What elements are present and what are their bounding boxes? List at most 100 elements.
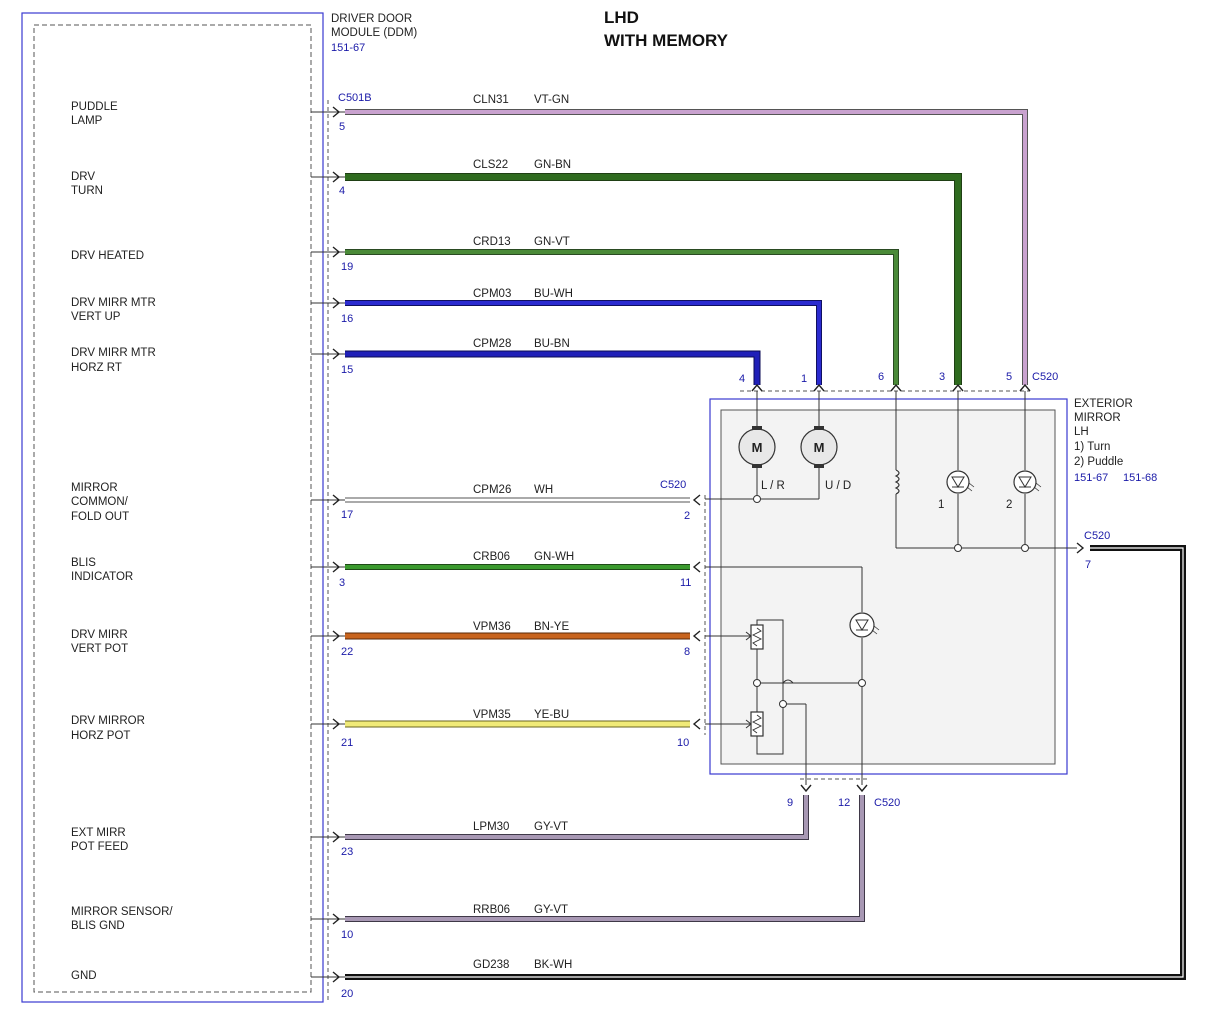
- junction-dots: [753, 495, 1029, 708]
- wire-label-circuit: CRB06: [473, 551, 510, 563]
- wire-labels: CLN31 VT-GN CLS22 GN-BN CRD13 GN-VT CPM0…: [473, 94, 574, 971]
- wire-cln31-outline: [345, 109, 1028, 385]
- pin-c520-8: 8: [684, 646, 690, 658]
- wire-label-color: BU-WH: [534, 288, 573, 300]
- turn-lamp-icon: [946, 470, 975, 494]
- ddm-pin-numbers: 5 4 19 16 15 17 3 22 21 23 10 20: [339, 121, 353, 1000]
- pin-common: 17: [341, 509, 353, 521]
- mirror-label-line2: MIRROR: [1074, 412, 1121, 424]
- mirror-top-chevrons: [751, 383, 1031, 392]
- pin-gnd: 20: [341, 988, 353, 1000]
- func-horz-pot-2: HORZ POT: [71, 730, 130, 742]
- wire-lpm30: [345, 795, 808, 839]
- pin-bottom-12: 12: [838, 797, 850, 809]
- wire-label-circuit: LPM30: [473, 821, 509, 833]
- connector-c520-left: C520: [660, 479, 686, 491]
- func-blis-1: BLIS: [71, 557, 96, 569]
- wire-label-color: GY-VT: [534, 904, 568, 916]
- mirror-left-chevrons: [692, 494, 701, 730]
- wire-harness: [345, 109, 1186, 980]
- func-common-1: MIRROR: [71, 482, 118, 494]
- pin-top-3: 3: [939, 371, 945, 383]
- func-gnd: GND: [71, 970, 97, 982]
- pin-vert-up: 16: [341, 313, 353, 325]
- ddm-ref: 151-67: [331, 42, 365, 54]
- func-vert-pot-1: DRV MIRR: [71, 629, 128, 641]
- wire-label-color: GY-VT: [534, 821, 568, 833]
- func-blis-2: INDICATOR: [71, 571, 133, 583]
- func-pot-feed-1: EXT MIRR: [71, 827, 126, 839]
- pin-c520-2: 2: [684, 510, 690, 522]
- horz-pot-icon: [741, 711, 764, 737]
- pin-sensor-gnd: 10: [341, 929, 353, 941]
- func-heated: DRV HEATED: [71, 250, 144, 262]
- mirror-ref-2: 151-68: [1123, 472, 1157, 484]
- pin-bottom-9: 9: [787, 797, 793, 809]
- pin-vert-pot: 22: [341, 646, 353, 658]
- func-common-3: FOLD OUT: [71, 511, 129, 523]
- mirror-internal-wiring: [705, 391, 1077, 785]
- motor-lr-symbol: M: [752, 440, 763, 455]
- pin-blis: 3: [339, 577, 345, 589]
- wire-label-color: YE-BU: [534, 709, 569, 721]
- func-puddle-1: PUDDLE: [71, 101, 118, 113]
- wire-cpm03-outline: [345, 300, 822, 385]
- func-horz-rt-2: HORZ RT: [71, 362, 122, 374]
- wire-rrb06: [345, 795, 864, 921]
- wire-cpm28: [345, 351, 760, 385]
- connector-c520-top: C520: [1032, 371, 1058, 383]
- wire-cls22: [345, 174, 961, 385]
- pin-top-1: 1: [801, 373, 807, 385]
- wire-label-circuit: CRD13: [473, 236, 511, 248]
- motor-lr-label: L / R: [761, 480, 785, 492]
- pin-top-5: 5: [1006, 371, 1012, 383]
- connector-c520-right: C520: [1084, 530, 1110, 542]
- lamp-2-label: 2: [1006, 499, 1012, 511]
- wire-label-circuit: GD238: [473, 959, 509, 971]
- wire-gd238-stripe: [345, 547, 1184, 978]
- mirror-label-line3: LH: [1074, 426, 1089, 438]
- func-pot-feed-2: POT FEED: [71, 841, 128, 853]
- wire-label-color: BK-WH: [534, 959, 572, 971]
- diagram-title-line1: LHD: [604, 8, 639, 27]
- wire-label-circuit: CLS22: [473, 159, 508, 171]
- mirror-label-line4: 1) Turn: [1074, 441, 1110, 453]
- pin-horz-rt: 15: [341, 364, 353, 376]
- connector-c520-bottom: C520: [874, 797, 900, 809]
- ddm-terminal-chevrons: [332, 106, 341, 983]
- wire-label-circuit: CPM28: [473, 338, 511, 350]
- wire-cpm03: [345, 301, 821, 385]
- wire-crossover: [782, 679, 794, 684]
- wire-label-color: VT-GN: [534, 94, 569, 106]
- wire-rrb06-outline: [345, 795, 865, 922]
- pin-puddle: 5: [339, 121, 345, 133]
- pin-pot-feed: 23: [341, 846, 353, 858]
- mirror-label-line5: 2) Puddle: [1074, 456, 1123, 468]
- func-turn-1: DRV: [71, 171, 95, 183]
- wire-label-circuit: CLN31: [473, 94, 509, 106]
- wire-label-circuit: RRB06: [473, 904, 510, 916]
- wire-label-color: GN-VT: [534, 236, 570, 248]
- wire-label-circuit: CPM03: [473, 288, 511, 300]
- ddm-internal-boundary: [33, 24, 312, 993]
- connector-c501b: C501B: [338, 92, 372, 104]
- ddm-module-box: [21, 12, 324, 1003]
- func-vert-up-2: VERT UP: [71, 311, 121, 323]
- func-turn-2: TURN: [71, 185, 103, 197]
- wire-label-color: GN-BN: [534, 159, 571, 171]
- wire-label-circuit: CPM26: [473, 484, 511, 496]
- wire-label-color: BN-YE: [534, 621, 569, 633]
- pin-heated: 19: [341, 261, 353, 273]
- func-vert-pot-2: VERT POT: [71, 643, 128, 655]
- pin-c520-11: 11: [680, 577, 691, 589]
- pin-right-7: 7: [1085, 559, 1091, 571]
- func-puddle-2: LAMP: [71, 115, 103, 127]
- mirror-pin-numbers: 4 1 6 3 5 2 11 8 10 9 12 7: [677, 371, 1091, 809]
- wire-label-circuit: VPM36: [473, 621, 511, 633]
- blis-indicator-icon: [849, 612, 880, 638]
- ddm-label-line1: DRIVER DOOR: [331, 13, 412, 25]
- wire-label-color: WH: [534, 484, 553, 496]
- func-horz-pot-1: DRV MIRROR: [71, 715, 145, 727]
- pin-top-4: 4: [739, 373, 745, 385]
